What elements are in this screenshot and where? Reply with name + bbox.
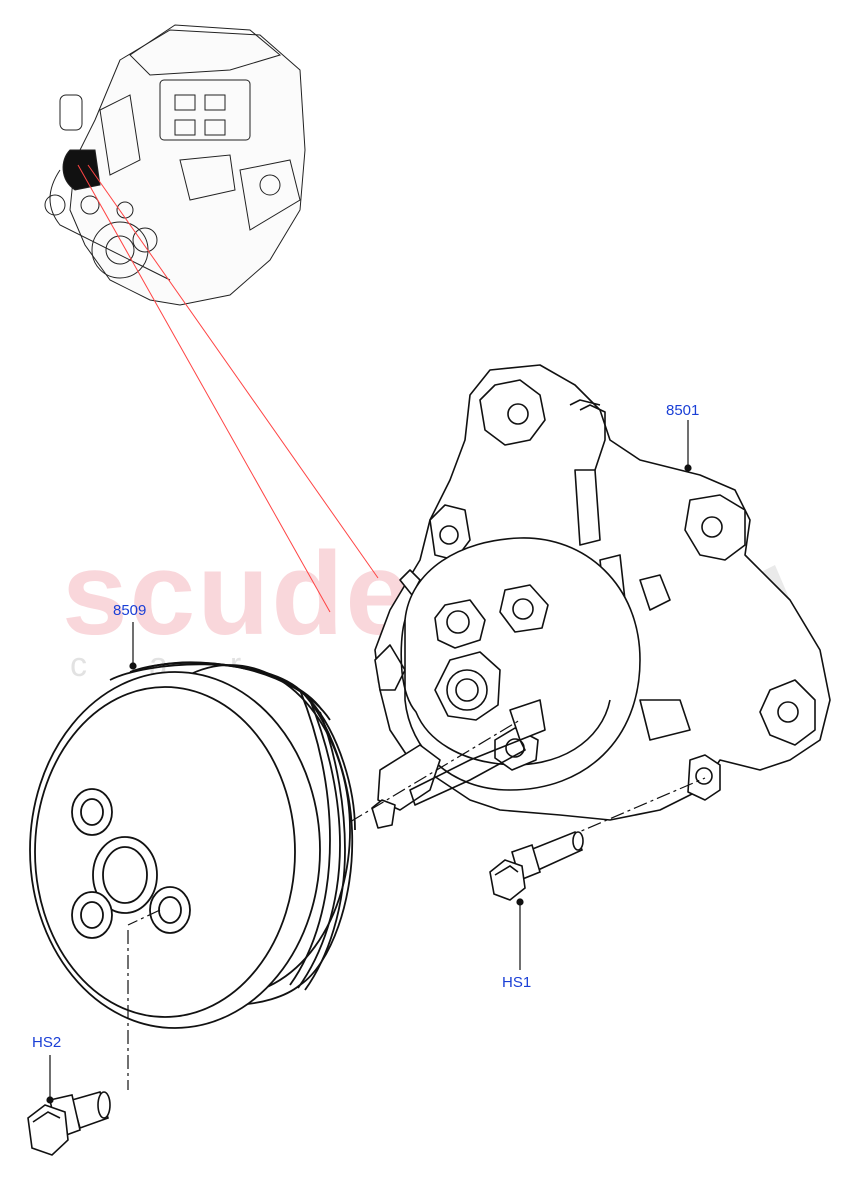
callout-8509[interactable]: 8509 [113, 602, 147, 619]
water-pump-assembly [371, 364, 831, 829]
pulley-bolt-hs2 [27, 1091, 111, 1156]
callout-hs1[interactable]: HS1 [502, 974, 532, 991]
pulley [29, 661, 356, 1029]
alignment-lines [127, 719, 706, 1090]
callout-leaders [46, 420, 692, 1104]
callout-hs2[interactable]: HS2 [32, 1034, 62, 1051]
engine-overview-thumbnail [44, 24, 306, 306]
leader-lines [77, 164, 379, 613]
pump-bolt-hs1 [489, 830, 584, 901]
callout-8501[interactable]: 8501 [666, 402, 700, 419]
